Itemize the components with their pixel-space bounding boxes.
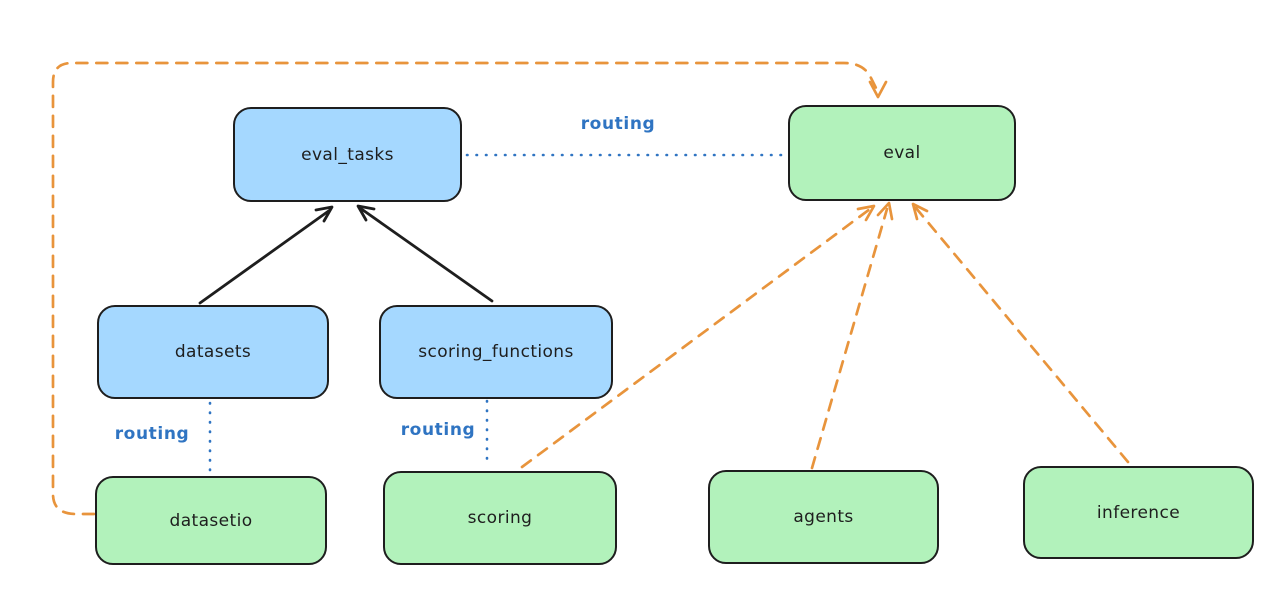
edge-scoring-eval [520,207,872,469]
node-agents-label: agents [793,507,854,527]
edge-scoring-eval-arrowhead [856,204,876,222]
edge-inference-eval-arrowhead [911,202,929,221]
edge-scoring-functions-eval-tasks [358,206,494,303]
edge-datasetio-eval-arrowhead [868,80,888,99]
node-scoring-functions-label: scoring_functions [418,342,574,362]
node-datasets: datasets [97,305,329,399]
routing-label-eval-tasks-eval: routing [580,114,656,134]
routing-label-datasets-datasetio: routing [114,424,190,444]
node-scoring-label: scoring [467,508,533,528]
node-agents: agents [708,470,939,564]
node-datasetio-label: datasetio [169,510,253,531]
node-inference: inference [1023,466,1254,559]
node-eval-label: eval [883,143,921,163]
edge-datasetio-eval [51,61,880,516]
edge-agents-eval [810,207,889,470]
edge-scoring-functions-eval-tasks-arrowhead [356,204,376,222]
edge-inference-eval [914,206,1130,464]
node-datasets-label: datasets [174,342,252,362]
node-eval-tasks: eval_tasks [233,107,462,202]
node-scoring-functions: scoring_functions [379,305,613,399]
node-datasetio: datasetio [95,476,327,565]
routing-label-scoring-functions-scoring: routing [400,420,476,440]
edge-datasets-eval-tasks-arrowhead [314,205,334,223]
node-eval: eval [788,105,1016,201]
node-scoring: scoring [383,471,617,565]
node-inference-label: inference [1096,502,1181,523]
edge-datasets-eval-tasks [198,208,332,305]
edge-agents-eval-arrowhead [876,201,894,221]
node-eval-tasks-label: eval_tasks [301,144,394,165]
